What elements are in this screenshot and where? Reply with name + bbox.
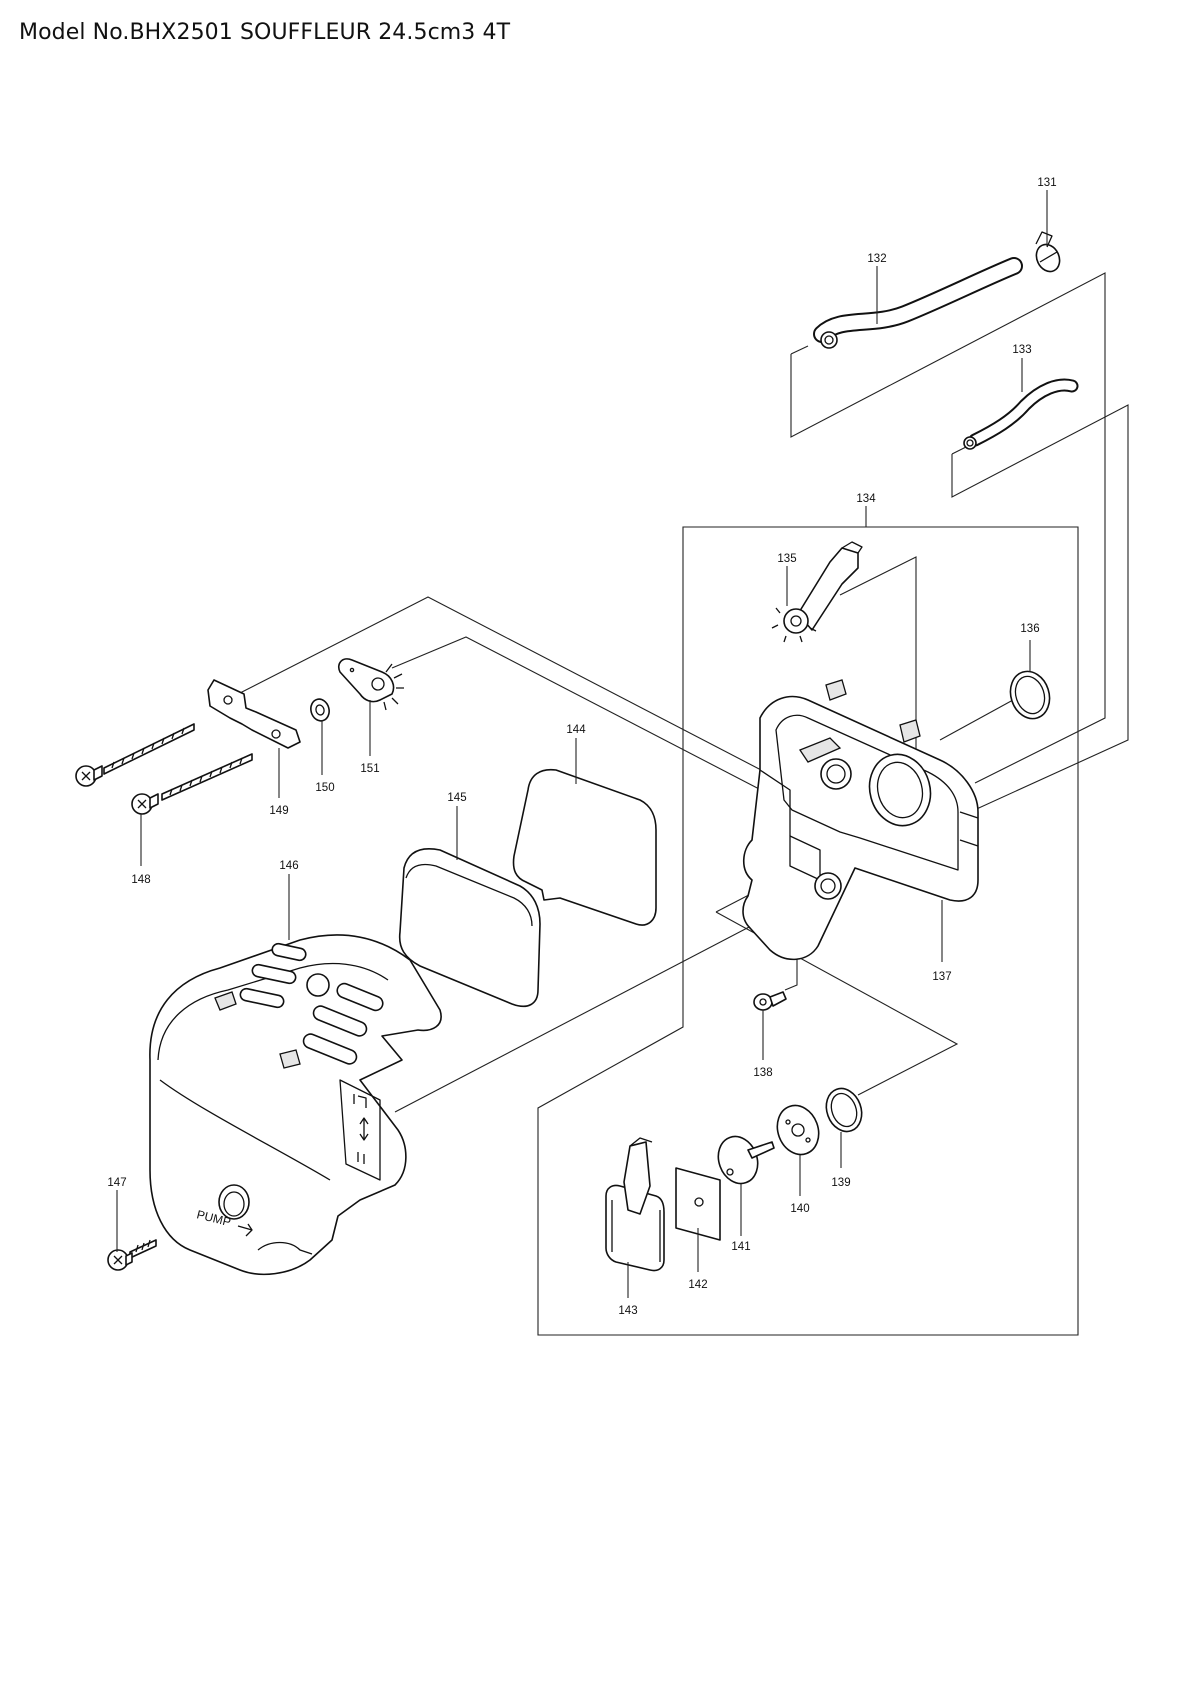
- label-133: 133: [1012, 344, 1031, 356]
- part-133-small-hose: [963, 378, 1079, 450]
- label-139: 139: [831, 1177, 850, 1189]
- part-142-gasket-plate: [675, 1167, 721, 1241]
- label-142: 142: [688, 1279, 707, 1291]
- part-147-bolt: [107, 1239, 157, 1271]
- part-146-air-cleaner-cover: PUMP: [149, 934, 442, 1276]
- assembly-box-outline: [537, 526, 1079, 1336]
- label-150: 150: [315, 782, 334, 794]
- label-151: 151: [360, 763, 379, 775]
- assembly-guide-lines: [239, 272, 1129, 1113]
- page-title: Model No.BHX2501 SOUFFLEUR 24.5cm3 4T: [19, 20, 511, 45]
- part-138-small-screw: [753, 991, 787, 1011]
- label-134: 134: [856, 493, 876, 505]
- part-135-choke-lever: [771, 541, 863, 643]
- leader-lines: [116, 190, 1048, 1298]
- label-148: 148: [131, 874, 150, 886]
- label-138: 138: [753, 1067, 772, 1079]
- cover-slots: [214, 942, 384, 1069]
- label-143: 143: [618, 1305, 637, 1317]
- label-140: 140: [790, 1203, 809, 1215]
- part-labels: 131 132 133 134 135 136 137 138 139 140 …: [107, 177, 1056, 1317]
- label-145: 145: [447, 792, 466, 804]
- part-150-washer: [310, 698, 330, 722]
- part-139-o-ring: [825, 1087, 863, 1133]
- label-132: 132: [867, 253, 886, 265]
- label-135: 135: [777, 553, 796, 565]
- label-137: 137: [932, 971, 951, 983]
- part-137-air-cleaner-housing: [742, 679, 979, 961]
- part-145-filter-sponge: [398, 848, 541, 1008]
- part-151-throttle-lever: [337, 658, 404, 711]
- part-132-fuel-hose: [813, 257, 1023, 349]
- label-131: 131: [1037, 177, 1056, 189]
- part-143-knob: [605, 1137, 665, 1272]
- part-148-long-bolt: [131, 753, 253, 815]
- label-147: 147: [107, 1177, 126, 1189]
- part-131-hose-clamp: [1035, 231, 1061, 273]
- label-141: 141: [731, 1241, 750, 1253]
- part-141-choke-valve: [717, 1135, 775, 1185]
- label-149: 149: [269, 805, 288, 817]
- part-149-bracket: [75, 679, 301, 787]
- label-144: 144: [566, 724, 586, 736]
- part-144-filter-element: [512, 768, 657, 926]
- label-136: 136: [1020, 623, 1039, 635]
- part-136-o-ring: [1009, 670, 1051, 720]
- part-140-valve-seat: [776, 1104, 820, 1156]
- label-146: 146: [279, 860, 298, 872]
